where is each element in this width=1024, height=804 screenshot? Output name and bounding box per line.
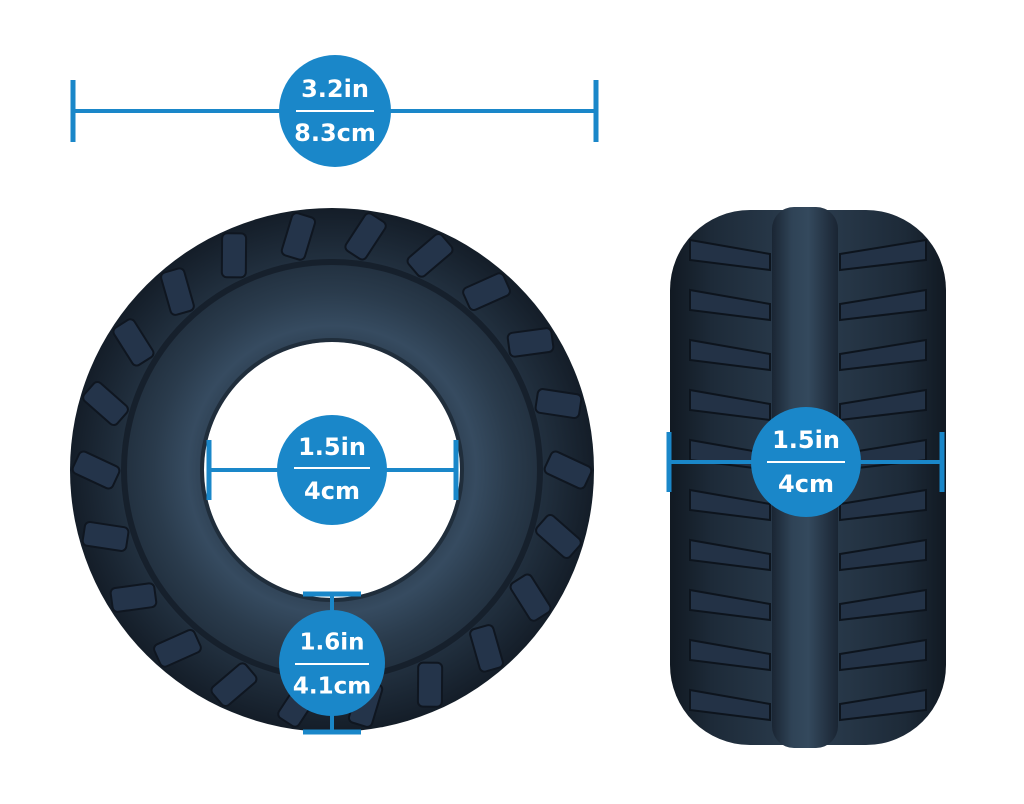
side-groove-right bbox=[839, 688, 927, 722]
side-groove-left bbox=[689, 488, 771, 522]
tread-lug bbox=[469, 624, 504, 673]
overall-width-cm: 8.3cm bbox=[294, 119, 376, 147]
ring-thickness-inches: 1.6in bbox=[299, 630, 364, 656]
tread-lug bbox=[160, 267, 195, 316]
tread-lug bbox=[509, 573, 552, 622]
tread-lug bbox=[280, 212, 317, 261]
side-width-dimension: 1.5in 4cm bbox=[666, 407, 945, 517]
tread-lug bbox=[81, 521, 130, 552]
side-groove-left bbox=[689, 538, 771, 572]
tread-lug bbox=[71, 450, 121, 490]
side-width-inches: 1.5in bbox=[772, 426, 840, 454]
tread-lug bbox=[406, 232, 454, 278]
side-groove-right bbox=[839, 288, 927, 322]
inner-diameter-inches: 1.5in bbox=[298, 433, 366, 461]
side-groove-right bbox=[839, 338, 927, 372]
inner-diameter-dimension: 1.5in 4cm bbox=[206, 415, 459, 525]
ring-thickness-dimension: 1.6in 4.1cm bbox=[279, 591, 385, 735]
side-groove-right bbox=[839, 538, 927, 572]
ring-thickness-cm: 4.1cm bbox=[293, 674, 371, 700]
inner-diameter-badge bbox=[277, 415, 387, 525]
tread-lug bbox=[153, 629, 202, 668]
side-groove-left bbox=[689, 388, 771, 422]
side-width-cm: 4cm bbox=[778, 470, 834, 498]
tread-lug bbox=[416, 661, 444, 708]
tread-lug bbox=[344, 212, 387, 261]
tread-lug bbox=[534, 388, 583, 419]
inner-diameter-cm: 4cm bbox=[304, 477, 360, 505]
tread-lug bbox=[112, 318, 155, 367]
tread-lug bbox=[109, 582, 158, 613]
side-groove-left bbox=[689, 338, 771, 372]
side-groove-left bbox=[689, 288, 771, 322]
tread-lug bbox=[535, 514, 582, 559]
side-groove-left bbox=[689, 638, 771, 672]
side-groove-right bbox=[839, 488, 927, 522]
side-groove-right bbox=[839, 638, 927, 672]
tread-lug bbox=[210, 662, 258, 708]
tread-lug bbox=[220, 232, 248, 279]
side-groove-left bbox=[689, 588, 771, 622]
overall-width-dimension: 3.2in 8.3cm bbox=[70, 55, 599, 167]
tread-lug bbox=[82, 381, 129, 426]
tread-lug bbox=[506, 327, 555, 358]
side-groove-left bbox=[689, 688, 771, 722]
side-groove-right bbox=[839, 588, 927, 622]
tread-lug bbox=[543, 450, 593, 490]
tread-lug bbox=[462, 272, 511, 311]
side-groove-right bbox=[839, 238, 927, 272]
tread-lugs bbox=[71, 212, 593, 728]
side-groove-left bbox=[689, 238, 771, 272]
overall-width-inches: 3.2in bbox=[301, 75, 369, 103]
